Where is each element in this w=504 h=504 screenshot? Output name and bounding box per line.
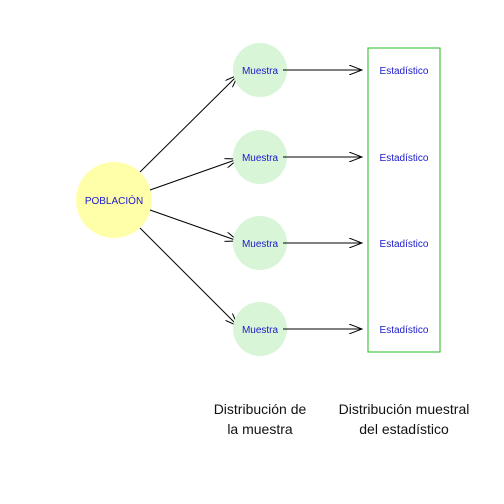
caption-line-1: Distribución muestral (339, 401, 470, 417)
sample-label: Muestra (242, 66, 279, 77)
sample-node-4: Muestra (233, 302, 287, 356)
sample-node-2: Muestra (233, 130, 287, 184)
statistic-label-4: Estadístico (380, 325, 429, 336)
sample-label: Muestra (242, 153, 279, 164)
population-to-sample-arrows (139, 75, 238, 326)
arrow-population-sample-4 (139, 227, 238, 326)
sample-distribution-caption: Distribución de la muestra (214, 401, 307, 437)
statistics-box-border (367, 47, 441, 353)
arrow-population-sample-2 (149, 159, 238, 191)
population-node: POBLACIÓN (76, 162, 152, 238)
population-circle (76, 162, 152, 238)
statistic-label-3: Estadístico (380, 239, 429, 250)
population-label: POBLACIÓN (85, 194, 143, 207)
sample-node-3: Muestra (233, 216, 287, 270)
caption-line-1: Distribución de (214, 401, 307, 417)
sample-circle (233, 302, 287, 356)
statistic-label-1: Estadístico (380, 66, 429, 77)
sample-circle (233, 130, 287, 184)
sample-label: Muestra (242, 325, 279, 336)
sample-circle (233, 216, 287, 270)
sampling-distribution-caption: Distribución muestral del estadístico (339, 401, 470, 437)
sample-to-statistic-arrows (283, 70, 362, 329)
statistics-box: Estadístico Estadístico Estadístico Esta… (367, 47, 441, 353)
sample-node-1: Muestra (233, 43, 287, 97)
caption-line-2: la muestra (227, 421, 293, 437)
arrow-population-sample-3 (149, 209, 238, 241)
sample-circle (233, 43, 287, 97)
caption-line-2: del estadístico (359, 421, 449, 437)
sample-label: Muestra (242, 239, 279, 250)
statistic-label-2: Estadístico (380, 153, 429, 164)
arrow-population-sample-1 (139, 75, 238, 173)
